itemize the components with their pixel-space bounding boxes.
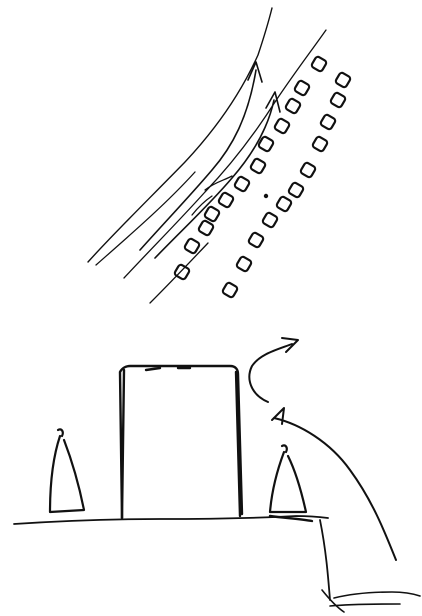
building-block-icon xyxy=(234,176,250,192)
building-block-icon xyxy=(285,98,301,114)
building-block-icon xyxy=(248,232,264,248)
building-block-icon xyxy=(236,256,252,272)
building-block-icon xyxy=(294,80,310,96)
building-block-icon xyxy=(276,196,292,212)
wind-flow-arrow-icon xyxy=(155,92,280,258)
building-block-row-inner xyxy=(174,56,327,280)
bottom-section-sketch xyxy=(14,338,420,612)
building-block-icon xyxy=(320,114,336,130)
building-block-icon xyxy=(222,282,238,298)
person-icon xyxy=(270,445,306,512)
building-block-icon xyxy=(288,182,304,198)
wind-arrow-icon xyxy=(272,408,396,560)
wind-arrow-icon xyxy=(249,338,298,402)
flow-curl-mark xyxy=(192,196,212,215)
building-block-icon xyxy=(274,118,290,134)
marker-dot xyxy=(264,194,268,198)
building-block-icon xyxy=(300,162,316,178)
building-block-icon xyxy=(184,238,200,254)
building-block-icon xyxy=(312,136,328,152)
wind-stream-line xyxy=(322,590,344,612)
building-block-icon xyxy=(204,206,220,222)
building-block-icon xyxy=(330,92,346,108)
building-block-icon xyxy=(218,192,234,208)
stream-line-right-edge xyxy=(150,243,208,303)
building-block-icon xyxy=(335,72,351,88)
person-icon xyxy=(50,429,84,512)
building-block-icon xyxy=(250,158,266,174)
wind-stream-line xyxy=(320,520,330,600)
building-block-icon xyxy=(198,220,214,236)
wind-stream-line xyxy=(334,592,420,598)
tower-icon xyxy=(120,366,242,518)
stream-line-outer-left xyxy=(88,8,272,262)
building-block-icon xyxy=(311,56,327,72)
wind-flow-arrow-icon xyxy=(140,62,262,250)
wind-stream-line xyxy=(330,604,400,606)
top-plan-sketch xyxy=(88,8,351,303)
building-block-icon xyxy=(262,212,278,228)
building-block-icon xyxy=(174,264,190,280)
